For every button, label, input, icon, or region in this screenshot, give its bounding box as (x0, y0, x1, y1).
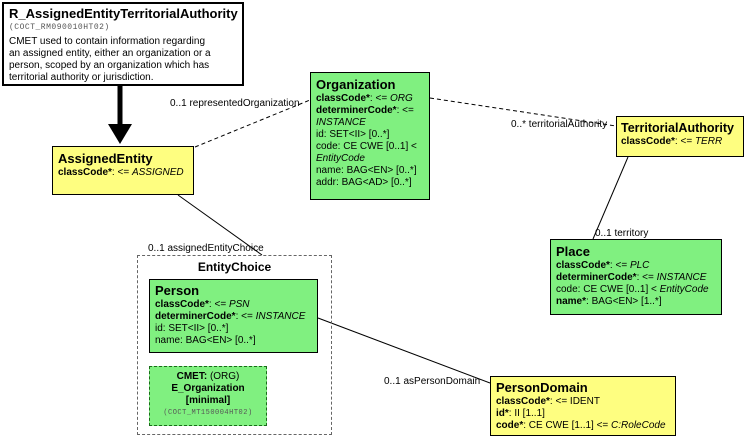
label-territorial-authority: 0..* territorialAuthority (511, 119, 608, 130)
person-domain-title: PersonDomain (496, 380, 588, 395)
entity-choice-title: EntityChoice (197, 260, 272, 274)
person-domain-classcode: classCode*: <= IDENT (496, 396, 600, 407)
label-assigned-entity-choice: 0..1 assignedEntityChoice (148, 243, 264, 254)
assoc-territorial-authority (429, 97, 617, 127)
cmet-line1: CMET: (ORG) (176, 371, 240, 382)
label-represented-organization: 0..1 representedOrganization (170, 98, 300, 109)
cmet-e-organization: CMET: (ORG) E_Organization [minimal] (CO… (149, 366, 267, 426)
root-title: R_AssignedEntityTerritorialAuthority (9, 6, 238, 21)
person-classcode: classCode*: <= PSN (155, 299, 250, 310)
territorial-authority-classcode: classCode*: <= TERR (621, 136, 723, 147)
organization-title: Organization (316, 77, 396, 92)
root-description: CMET used to contain information regardi… (9, 36, 211, 83)
root-id: (COCT_RM090010HT02) (9, 23, 110, 32)
person-domain-code: code*: CE CWE [1..1] <= C:RoleCode (496, 420, 666, 431)
organization-name: name: BAG<EN> [0..*] (316, 165, 417, 176)
place-determinercode: determinerCode*: <= INSTANCE (556, 272, 707, 283)
cmet-qualifier: [minimal] (185, 395, 231, 406)
territorial-authority-title: TerritorialAuthority (621, 121, 734, 135)
assigned-entity-classcode: classCode*: <= ASSIGNED (58, 167, 184, 178)
root-entry-box: R_AssignedEntityTerritorialAuthority (CO… (2, 2, 244, 86)
organization-addr: addr: BAG<AD> [0..*] (316, 177, 412, 188)
person-domain-id: id*: II [1..1] (496, 408, 545, 419)
organization-code: code: CE CWE [0..1] < EntityCode (316, 141, 417, 164)
territorial-authority-class: TerritorialAuthority classCode*: <= TERR (616, 116, 744, 157)
place-code: code: CE CWE [0..1] < EntityCode (556, 284, 709, 295)
person-determinercode: determinerCode*: <= INSTANCE (155, 311, 306, 322)
person-class: Person classCode*: <= PSN determinerCode… (149, 279, 318, 353)
person-domain-class: PersonDomain classCode*: <= IDENT id*: I… (490, 376, 676, 436)
assigned-entity-class: AssignedEntity classCode*: <= ASSIGNED (52, 146, 194, 195)
person-name: name: BAG<EN> [0..*] (155, 335, 256, 346)
assoc-territory (592, 156, 629, 240)
cmet-id: (COCT_MT150004HT02) (163, 409, 253, 417)
person-id: id: SET<II> [0..*] (155, 323, 229, 334)
assoc-as-person-domain (317, 317, 491, 384)
person-title: Person (155, 283, 200, 298)
place-classcode: classCode*: <= PLC (556, 260, 650, 271)
place-class: Place classCode*: <= PLC determinerCode*… (550, 239, 722, 315)
label-territory: 0..1 territory (595, 228, 649, 239)
place-name: name*: BAG<EN> [1..*] (556, 296, 662, 307)
organization-id: id: SET<II> [0..*] (316, 129, 390, 140)
organization-determinercode: determinerCode*: <= INSTANCE (316, 105, 414, 128)
organization-classcode: classCode*: <= ORG (316, 93, 413, 104)
assoc-assigned-entity-choice (177, 194, 263, 256)
assigned-entity-title: AssignedEntity (58, 151, 153, 166)
place-title: Place (556, 244, 590, 259)
root-arrow-head (108, 124, 132, 144)
organization-class: Organization classCode*: <= ORG determin… (310, 72, 430, 200)
entity-choice-group: EntityChoice (137, 255, 332, 435)
label-as-person-domain: 0..1 asPersonDomain (384, 376, 481, 387)
cmet-name: E_Organization (171, 383, 245, 394)
